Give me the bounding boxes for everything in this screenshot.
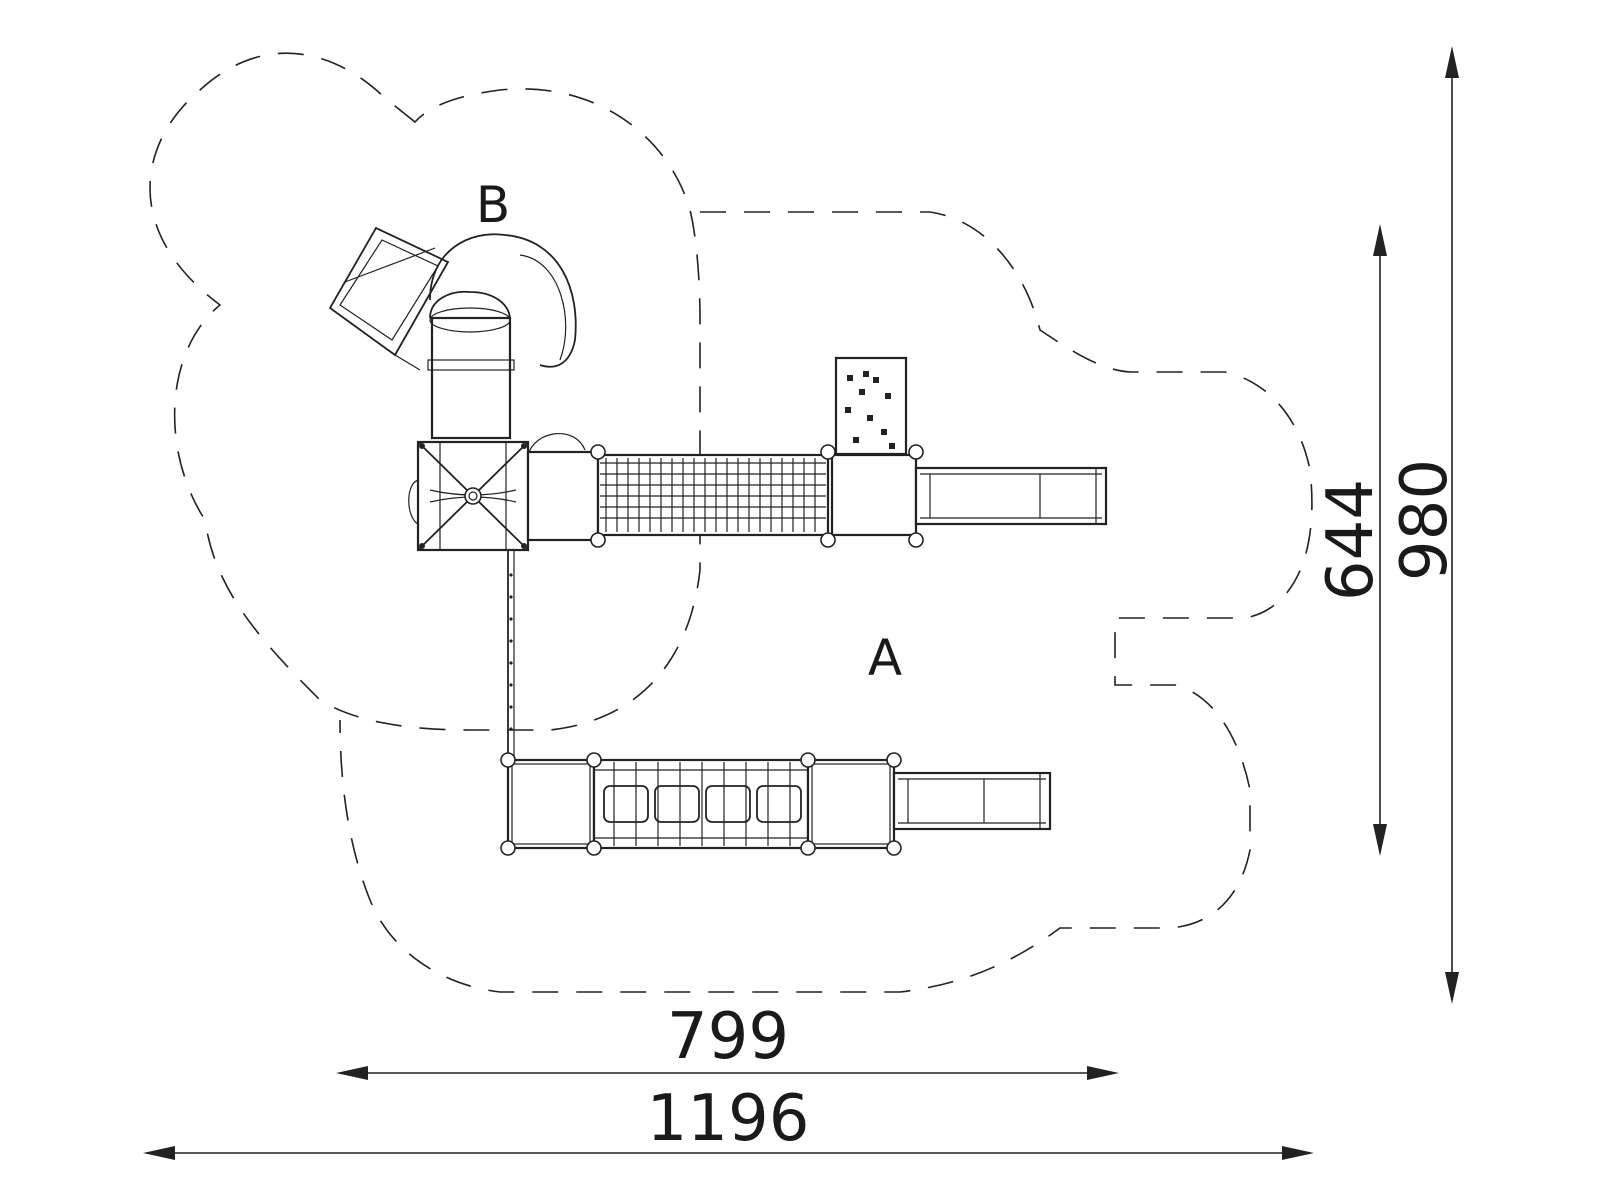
connector-rail (507, 550, 515, 760)
climbing-hold (885, 393, 891, 399)
post (908, 532, 924, 548)
rail-bolt (509, 595, 513, 599)
safety-zone-a (339, 211, 1313, 993)
height-inner-value: 644 (1314, 479, 1388, 601)
platform-upper-1 (526, 433, 600, 542)
rail-bolt (509, 639, 513, 643)
rail-bolt (509, 683, 513, 687)
bridge-panel (654, 785, 700, 823)
post (820, 532, 836, 548)
rail-bolt (509, 617, 513, 621)
post (586, 840, 602, 856)
roof-tower (408, 440, 530, 552)
dimension-height-inner (1373, 224, 1387, 856)
rail-bolt (509, 705, 513, 709)
post (800, 752, 816, 768)
zone-b-label: B (476, 176, 510, 234)
upper-ramp (914, 466, 1108, 526)
platform-upper-2 (830, 356, 918, 537)
platform-lower-2 (806, 758, 896, 850)
bridge-panel (756, 785, 802, 823)
climbing-hold (847, 375, 853, 381)
post (908, 444, 924, 460)
climbing-hold (873, 377, 879, 383)
lower-ramp (892, 771, 1052, 831)
tube-slide (427, 233, 577, 440)
bridge-panel (603, 785, 649, 823)
climbing-hold (881, 429, 887, 435)
safety-zone-b (149, 52, 701, 731)
dimension-width-inner (336, 1066, 1119, 1080)
post (820, 444, 836, 460)
post (500, 840, 516, 856)
post (586, 752, 602, 768)
rail-bolt (509, 661, 513, 665)
climbing-hold (845, 407, 851, 413)
post (500, 752, 516, 768)
climbing-hold (853, 437, 859, 443)
width-total-value: 1196 (647, 1082, 810, 1156)
climbing-hold (863, 371, 869, 377)
platform-lower-1 (506, 758, 596, 850)
panel-bridge (592, 758, 810, 850)
post (590, 444, 606, 460)
zone-a-label: A (868, 629, 902, 687)
width-inner-value: 799 (667, 1000, 789, 1074)
climbing-hold (867, 415, 873, 421)
post (590, 532, 606, 548)
height-total-value: 980 (1388, 459, 1462, 581)
rail-bolt (509, 573, 513, 577)
support-posts (500, 444, 924, 856)
climbing-hold (859, 389, 865, 395)
post (800, 840, 816, 856)
climbing-hold (889, 443, 895, 449)
net-bridge (596, 453, 830, 537)
dimension-width-total (143, 1146, 1314, 1160)
post (886, 840, 902, 856)
bridge-panel (705, 785, 751, 823)
rail-bolt (509, 727, 513, 731)
dimension-height-total (1445, 46, 1459, 1004)
post (886, 752, 902, 768)
straight-slide (328, 226, 450, 371)
